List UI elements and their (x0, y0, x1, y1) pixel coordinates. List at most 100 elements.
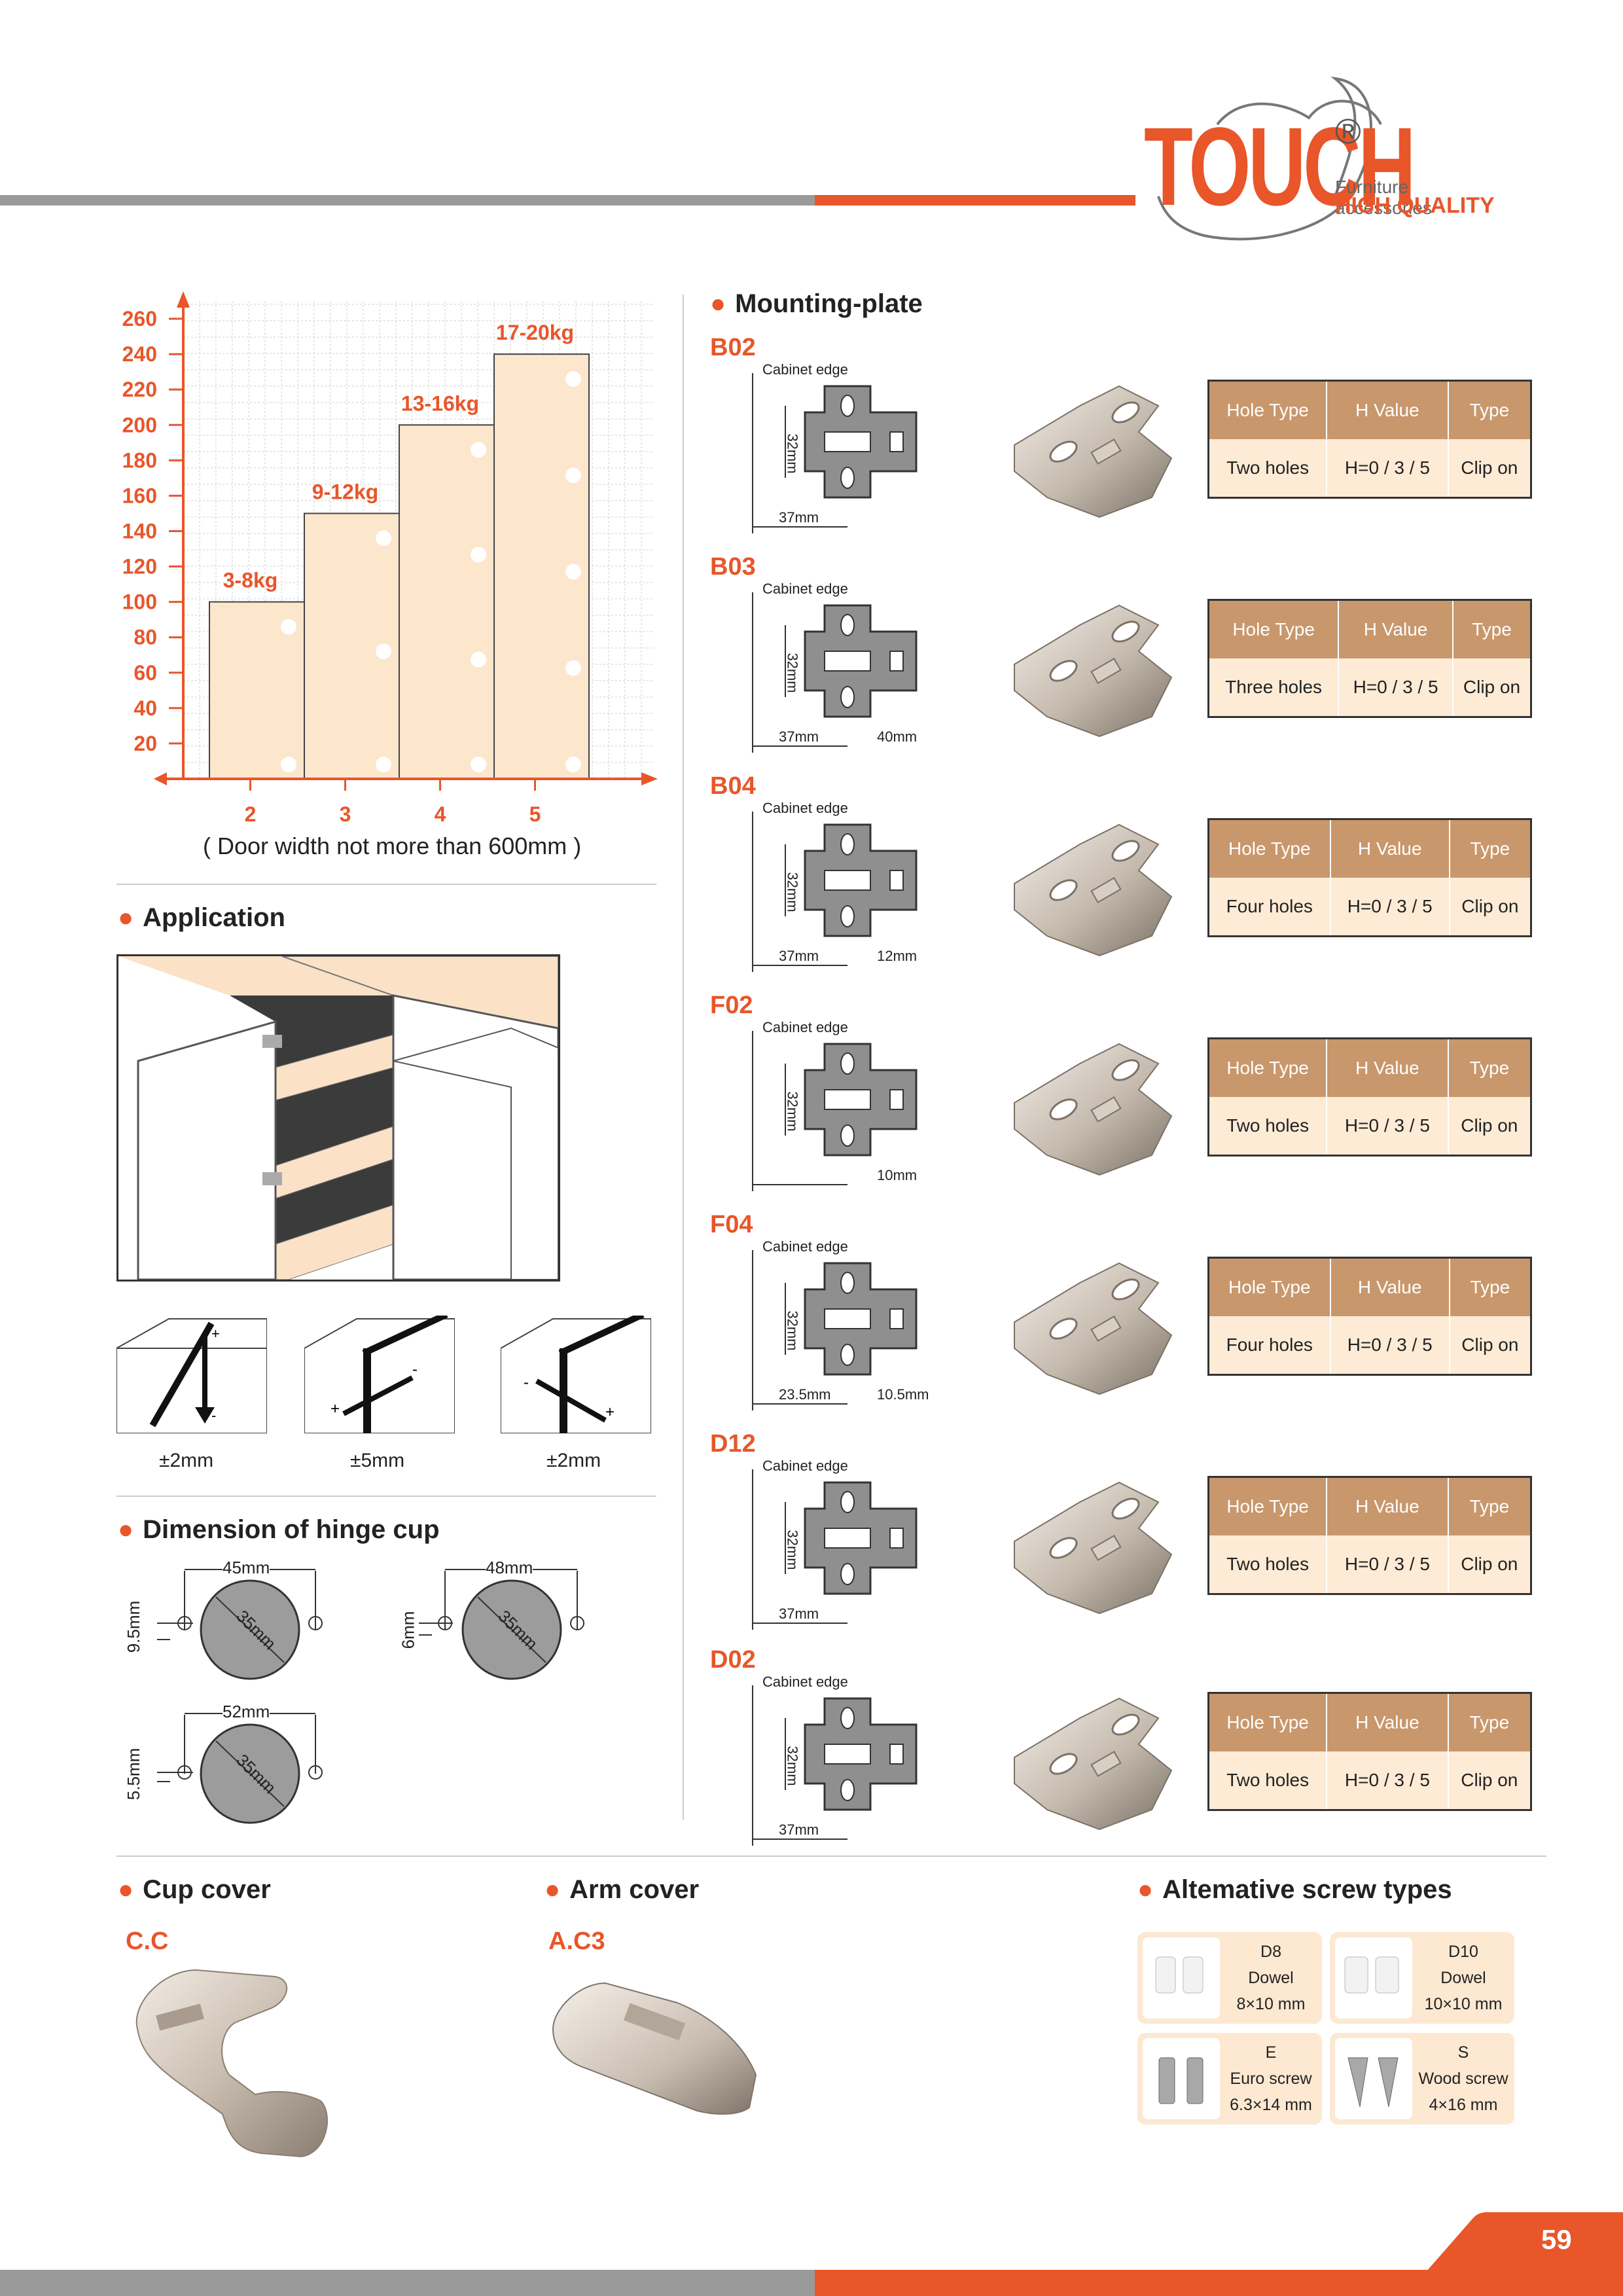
cell-h-value: H=0 / 3 / 5 (1327, 1097, 1449, 1156)
plate-drawing-f04 (752, 1250, 918, 1410)
logo-swoosh-icon (1157, 77, 1382, 241)
cup-cover-code: C.C (126, 1928, 169, 1955)
header-hole-type: Hole Type (1208, 1038, 1328, 1097)
footer-bar-orange (815, 2270, 1623, 2296)
y-tick-100: 100 (122, 590, 157, 614)
bar-label-3: 9-12kg (312, 480, 378, 503)
plate-drawing-d02 (752, 1685, 918, 1846)
cell-hole-type: Four holes (1208, 1316, 1331, 1375)
hinge-hole-dot (281, 619, 296, 635)
plate-dim-a: 37mm (779, 728, 819, 745)
wood-screw-icon (1335, 2038, 1412, 2119)
plate-dim-a: 37mm (779, 1821, 819, 1838)
plate-dim-b: 40mm (877, 728, 918, 745)
adjust-side-icon: - + (500, 1311, 652, 1434)
hinge-cup-1: 45mm 9.5mm 35mm (124, 1558, 340, 1689)
plate-code: D12 (710, 1430, 756, 1458)
plate-photo-b03 (1014, 604, 1173, 738)
header-h-value: H Value (1330, 1257, 1450, 1316)
cell-type: Clip on (1448, 1097, 1531, 1156)
hinge-hole-dot (471, 651, 486, 668)
header-h-value: H Value (1327, 1477, 1449, 1535)
plate-dim-v: 32mm (784, 653, 801, 693)
brand-name: TOUCH (1144, 105, 1416, 229)
cell-type: Clip on (1449, 1316, 1531, 1375)
hinge-hole-dot (565, 564, 581, 580)
header-hole-type: Hole Type (1208, 380, 1328, 439)
hinge-cup-2: 48mm 6mm 35mm (398, 1558, 615, 1689)
plate-dim-b: 10mm (877, 1167, 918, 1183)
bar-4 (399, 424, 495, 780)
header-type: Type (1452, 600, 1531, 658)
plate-dim-a: 37mm (779, 509, 819, 526)
brand-logo: TOUCH ® Furniture accessories HIGH QUALI… (1139, 65, 1505, 249)
hinge-cup-3: 52mm 5.5mm 35mm (124, 1702, 340, 1833)
cell-h-value: H=0 / 3 / 5 (1327, 1751, 1449, 1810)
plate-photo-b02 (1014, 385, 1173, 518)
footer-bar-gray (0, 2270, 818, 2296)
hinge-cup-diagram-1 (157, 1569, 323, 1680)
page-tab-shape (1427, 2212, 1623, 2271)
bar-label-5: 17-20kg (496, 321, 574, 344)
header-h-value: H Value (1338, 600, 1454, 658)
y-tick-260: 260 (122, 307, 157, 331)
divider-1 (116, 884, 656, 885)
x-axis-arrow (641, 772, 658, 785)
header-hole-type: Hole Type (1208, 1477, 1328, 1535)
arm-cover-code: A.C3 (548, 1928, 605, 1955)
plate-drawing-d12 (752, 1469, 918, 1630)
y-tick-20: 20 (134, 732, 157, 755)
cell-type: Clip on (1448, 439, 1531, 498)
cell-hole-type: Two holes (1208, 1535, 1328, 1594)
header-hole-type: Hole Type (1208, 1693, 1328, 1751)
cell-hole-type: Two holes (1208, 1097, 1328, 1156)
x-tick-2: 2 (245, 802, 257, 826)
y-tick-60: 60 (134, 661, 157, 685)
y-tick-160: 160 (122, 484, 157, 507)
plate-code: B03 (710, 553, 756, 581)
cup3-width: 52mm (223, 1702, 270, 1722)
brand-tagline-2: HIGH QUALITY (1335, 193, 1495, 218)
page-number: 59 (1541, 2224, 1572, 2255)
cabinet-edge-label: Cabinet edge (762, 361, 848, 378)
svg-text:-: - (412, 1361, 418, 1378)
header-h-value: H Value (1327, 1038, 1449, 1097)
cabinet-edge-label: Cabinet edge (762, 1674, 848, 1690)
svg-text:+: + (330, 1400, 340, 1418)
hinge-cup-diagram-3 (157, 1713, 323, 1824)
svg-text:-: - (211, 1407, 216, 1424)
cell-hole-type: Four holes (1208, 878, 1331, 937)
cell-h-value: H=0 / 3 / 5 (1330, 878, 1450, 937)
adjust-vertical-icon: + - (116, 1318, 268, 1434)
plate-dim-v: 32mm (784, 1091, 801, 1132)
cell-h-value: H=0 / 3 / 5 (1338, 658, 1454, 717)
x-tick-4: 4 (435, 802, 446, 826)
header-h-value: H Value (1327, 1693, 1449, 1751)
cell-type: Clip on (1452, 658, 1531, 717)
plate-photo-d02 (1014, 1697, 1173, 1831)
y-tick-200: 200 (122, 413, 157, 437)
load-chart: 3-8kg29-12kg313-16kg417-20kg520406080100… (122, 291, 658, 826)
hinge-hole-dot (471, 442, 486, 458)
cell-h-value: H=0 / 3 / 5 (1327, 1535, 1449, 1594)
header-bar-orange (815, 195, 1135, 206)
plate-drawing-b04 (752, 812, 918, 972)
cell-h-value: H=0 / 3 / 5 (1330, 1316, 1450, 1375)
svg-text:+: + (211, 1325, 220, 1342)
cup-cover-image (135, 1969, 328, 2158)
cabinet-edge-label: Cabinet edge (762, 581, 848, 597)
hinge-hole-dot (281, 757, 296, 772)
